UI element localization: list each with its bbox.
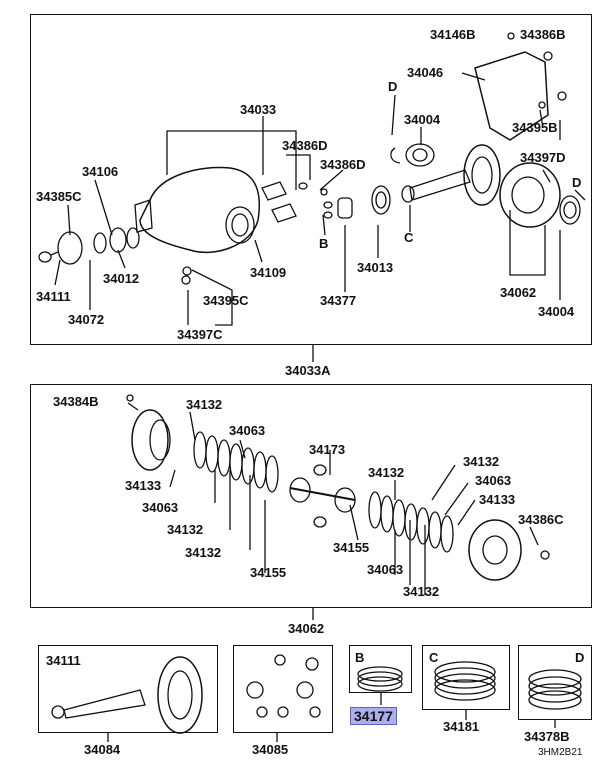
part-34132-c[interactable]: 34132 <box>368 465 405 480</box>
assembly-box-34062 <box>30 384 592 608</box>
ref-c-top: C <box>404 230 414 245</box>
part-34395B[interactable]: 34395B <box>512 120 558 135</box>
part-34386D-2[interactable]: 34386D <box>320 157 366 172</box>
part-34013[interactable]: 34013 <box>357 260 394 275</box>
ref-d-right: D <box>572 175 582 190</box>
part-34132-e[interactable]: 34132 <box>185 545 222 560</box>
part-34133-a[interactable]: 34133 <box>125 478 162 493</box>
assembly-label-34085[interactable]: 34085 <box>252 742 289 757</box>
kit-box-34085 <box>233 645 333 733</box>
part-34004-top[interactable]: 34004 <box>404 112 441 127</box>
part-34033[interactable]: 34033 <box>240 102 277 117</box>
part-34004-bottom[interactable]: 34004 <box>538 304 575 319</box>
kit-box-34181 <box>422 645 510 710</box>
part-34155-b[interactable]: 34155 <box>250 565 287 580</box>
part-34012[interactable]: 34012 <box>103 271 140 286</box>
part-34106[interactable]: 34106 <box>82 164 119 179</box>
part-34397D[interactable]: 34397D <box>520 150 566 165</box>
assembly-label-34181[interactable]: 34181 <box>443 719 480 734</box>
part-34132-d[interactable]: 34132 <box>167 522 204 537</box>
assembly-label-34033A[interactable]: 34033A <box>285 363 331 378</box>
part-34386D-1[interactable]: 34386D <box>282 138 328 153</box>
ref-d-top: D <box>388 79 398 94</box>
diagram-code: 3HM2B21 <box>538 747 583 758</box>
part-34386B[interactable]: 34386B <box>520 27 566 42</box>
part-34377[interactable]: 34377 <box>320 293 357 308</box>
assembly-box-34033A <box>30 14 592 345</box>
ref-c-kit: C <box>429 650 439 665</box>
part-34062-top[interactable]: 34062 <box>500 285 537 300</box>
part-34395C[interactable]: 34395C <box>203 293 249 308</box>
ref-b-kit: B <box>355 650 365 665</box>
part-34385C[interactable]: 34385C <box>36 189 82 204</box>
kit-box-34378B <box>518 645 592 720</box>
kit-box-34084 <box>38 645 218 733</box>
assembly-label-34062[interactable]: 34062 <box>288 621 325 636</box>
part-34109[interactable]: 34109 <box>250 265 287 280</box>
part-34132-b[interactable]: 34132 <box>463 454 500 469</box>
part-34133-b[interactable]: 34133 <box>479 492 516 507</box>
part-34173[interactable]: 34173 <box>309 442 346 457</box>
part-34384B[interactable]: 34384B <box>53 394 99 409</box>
part-34063-c[interactable]: 34063 <box>142 500 179 515</box>
part-34063-b[interactable]: 34063 <box>475 473 512 488</box>
assembly-label-34084[interactable]: 34084 <box>84 742 121 757</box>
part-34132-a[interactable]: 34132 <box>186 397 223 412</box>
kit-box-34177 <box>349 645 412 693</box>
assembly-label-34177-highlighted[interactable]: 34177 <box>350 707 397 725</box>
part-34046[interactable]: 34046 <box>407 65 444 80</box>
part-34155-a[interactable]: 34155 <box>333 540 370 555</box>
part-34072[interactable]: 34072 <box>68 312 105 327</box>
part-34132-f[interactable]: 34132 <box>403 584 440 599</box>
part-34386C[interactable]: 34386C <box>518 512 564 527</box>
part-34111-kit[interactable]: 34111 <box>46 653 81 668</box>
assembly-label-34378B[interactable]: 34378B <box>524 729 570 744</box>
part-34146B[interactable]: 34146B <box>430 27 476 42</box>
part-34397C[interactable]: 34397C <box>177 327 223 342</box>
ref-d-kit: D <box>575 650 585 665</box>
ref-b-top: B <box>319 236 329 251</box>
part-34063-a[interactable]: 34063 <box>229 423 266 438</box>
part-34111[interactable]: 34111 <box>36 289 71 304</box>
part-34063-d[interactable]: 34063 <box>367 562 404 577</box>
